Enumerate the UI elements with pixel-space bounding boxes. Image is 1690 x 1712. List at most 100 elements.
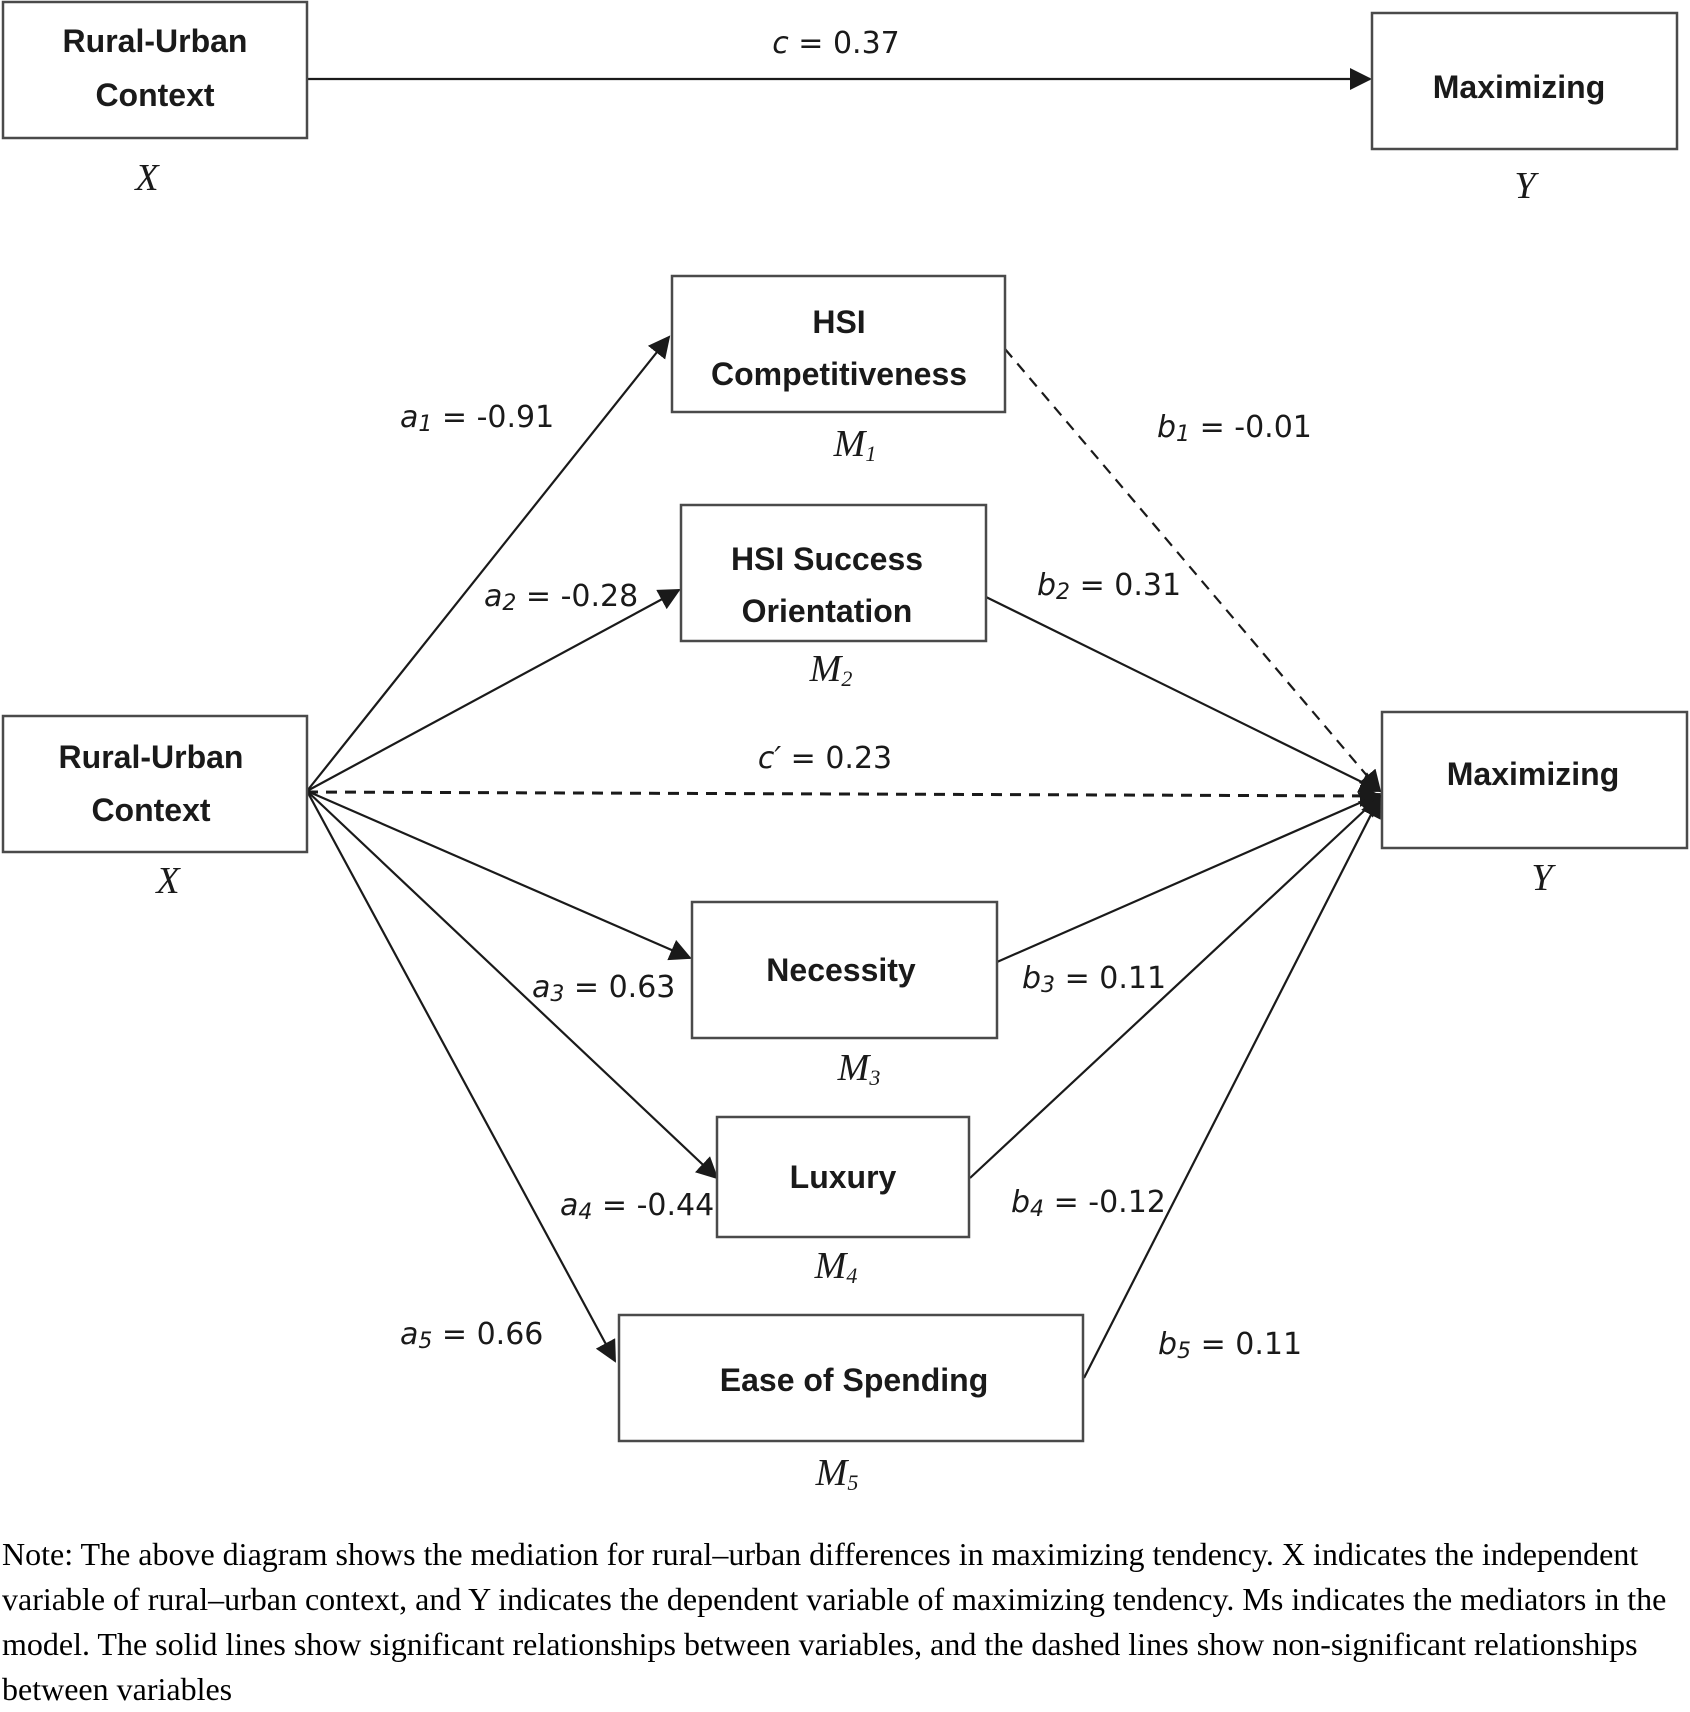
m4-node: Luxury M4 [715,1115,971,1288]
label-b5: b5 = 0.11 [1158,1327,1302,1364]
figure-note: Note: The above diagram shows the mediat… [2,1536,1667,1707]
x-box [1,714,309,854]
label-b4: b4 = -0.12 [1011,1185,1166,1222]
edge-b1 [1004,348,1382,793]
m4-var-letter: M [814,1245,849,1287]
label-c-value: = 0.37 [789,26,900,61]
label-a4-sym: a [560,1188,578,1223]
label-b2-sym: b [1037,568,1056,603]
m2-label-line2: Orientation [742,593,913,629]
m1-label-line2: Competitiveness [711,356,967,392]
label-b3-sym: b [1022,961,1041,996]
m2-node: HSI Success Orientation M2 [679,503,988,691]
label-a3-value: = 0.63 [564,970,675,1005]
m2-label-line1: HSI Success [731,541,923,577]
label-a1: a1 = -0.91 [400,400,554,437]
top-y-var: Y [1514,165,1539,207]
label-b3-value: = 0.11 [1055,961,1166,996]
label-c-sym: c [772,26,789,61]
label-b4-sym: b [1011,1185,1030,1220]
label-a2-sym: a [484,579,502,614]
label-a1-sub: 1 [418,412,432,437]
m3-var-letter: M [837,1047,872,1089]
m3-node: Necessity M3 [690,900,999,1090]
m5-var-letter: M [815,1452,850,1494]
x-var: X [154,860,181,902]
label-b4-value: = -0.12 [1044,1185,1166,1220]
edge-a4 [306,790,719,1180]
label-b1-value: = -0.01 [1190,410,1312,445]
edge-b2 [985,596,1382,793]
edge-b5 [1083,795,1381,1379]
m1-var: M1 [833,423,877,466]
top-x-var: X [133,157,160,199]
label-a3-sub: 3 [550,982,564,1007]
label-a3: a3 = 0.63 [532,970,675,1007]
edge-a3 [306,789,692,961]
label-b1: b1 = -0.01 [1157,410,1312,447]
m5-var-sub: 5 [847,1470,858,1495]
label-a3-sym: a [532,970,550,1005]
label-b4-sub: 4 [1030,1197,1044,1222]
label-c-prime-sym: c′ [758,741,781,776]
x-label-line1: Rural-Urban [59,739,244,775]
m1-label-line1: HSI [812,304,865,340]
label-c-prime-value: = 0.23 [781,741,892,776]
label-a4: a4 = -0.44 [560,1188,714,1225]
label-b2-sub: 2 [1056,580,1070,605]
m1-var-letter: M [833,423,868,465]
edge-a2 [306,589,681,792]
m1-var-sub: 1 [865,441,876,466]
y-node: Maximizing Y [1380,710,1689,899]
m2-var-sub: 2 [841,666,852,691]
edge-b4 [969,794,1382,1179]
label-a4-sub: 4 [578,1200,592,1225]
label-a4-value: = -0.44 [592,1188,714,1223]
x-node: Rural-Urban Context X [1,714,309,902]
m4-var: M4 [814,1245,858,1288]
label-a2-sub: 2 [502,591,516,616]
label-c-prime: c′ = 0.23 [758,741,892,776]
label-b5-value: = 0.11 [1191,1327,1302,1362]
label-b3-sub: 3 [1041,973,1055,998]
edge-c-prime [306,784,1382,807]
label-a2-value: = -0.28 [516,579,638,614]
m2-var-letter: M [809,648,844,690]
m5-node: Ease of Spending M5 [617,1313,1085,1495]
m3-var: M3 [837,1047,881,1090]
top-model: c = 0.37 Rural-Urban Context X Maximizin… [1,0,1679,207]
label-a5-value: = 0.66 [432,1317,543,1352]
label-a1-value: = -0.91 [432,400,554,435]
label-b1-sym: b [1157,410,1176,445]
m1-node: HSI Competitiveness M1 [670,274,1007,466]
m2-box [679,503,988,643]
label-b2-value: = 0.31 [1070,568,1181,603]
mediation-model: Rural-Urban Context X Maximizing Y HSI C… [1,274,1689,1495]
top-y-node: Maximizing Y [1370,11,1679,207]
label-b2: b2 = 0.31 [1037,568,1181,605]
label-a5: a5 = 0.66 [400,1317,543,1354]
m3-box [690,900,999,1040]
m3-var-sub: 3 [868,1065,880,1090]
label-b5-sym: b [1158,1327,1177,1362]
m5-box [617,1313,1085,1443]
label-a2: a2 = -0.28 [484,579,638,616]
m5-var: M5 [815,1452,859,1495]
edge-b3 [996,791,1382,964]
label-b1-sub: 1 [1176,422,1190,447]
top-x-box [1,0,309,140]
label-a5-sub: 5 [418,1329,432,1354]
m2-var: M2 [809,648,853,691]
y-label: Maximizing [1447,756,1619,792]
m3-label: Necessity [766,952,916,988]
top-x-label-line2: Context [95,77,214,113]
top-x-label-line1: Rural-Urban [63,23,248,59]
label-b5-sub: 5 [1177,1339,1191,1364]
m1-box [670,274,1007,414]
top-x-node: Rural-Urban Context X [1,0,309,199]
label-a1-sym: a [400,400,418,435]
edge-a5 [306,790,616,1363]
m5-label: Ease of Spending [720,1362,988,1398]
m4-box [715,1115,971,1239]
